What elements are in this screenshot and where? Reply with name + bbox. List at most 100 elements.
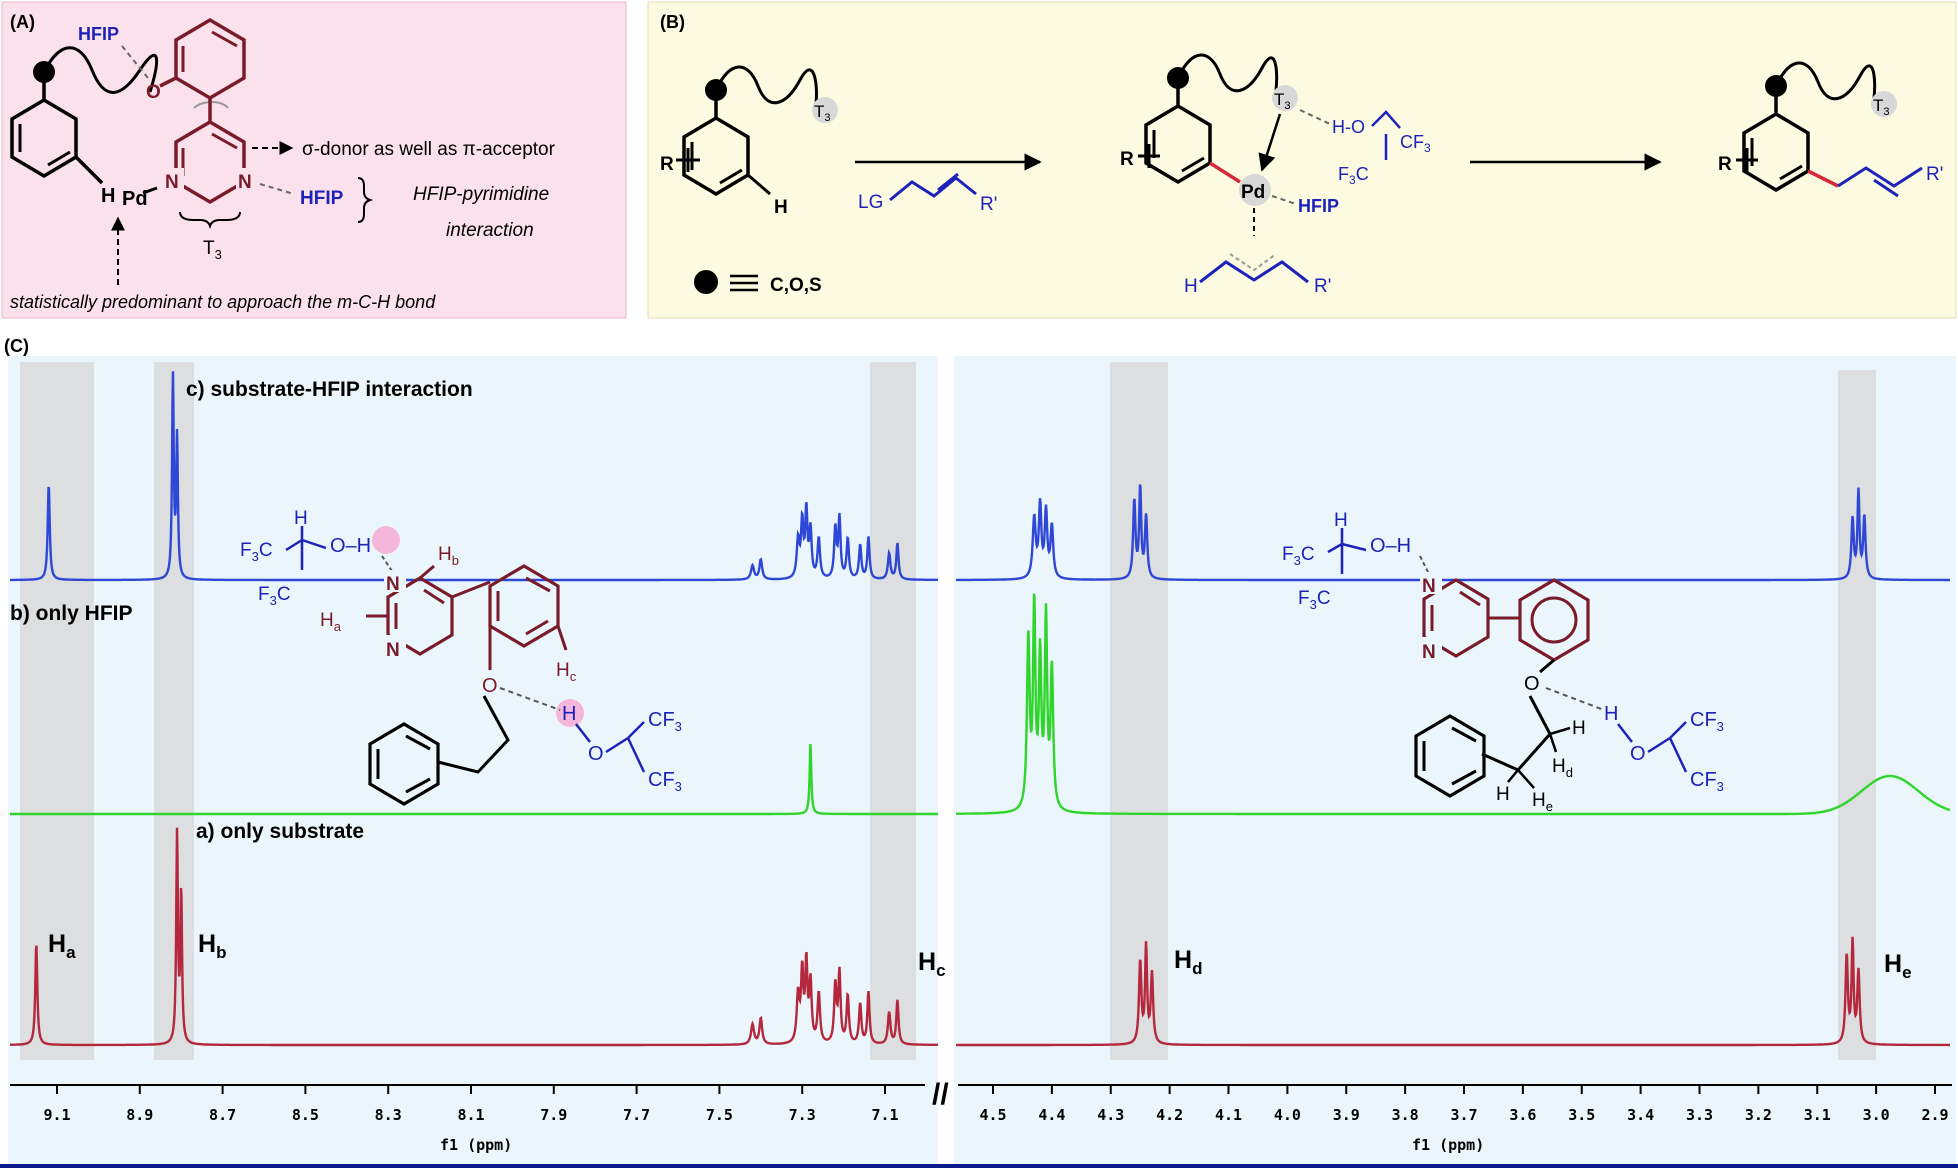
svg-text:O: O: [482, 675, 498, 697]
svg-text:R: R: [660, 154, 674, 175]
panel-b-label: (B): [660, 12, 685, 32]
svg-text:H: H: [294, 508, 308, 529]
axis-tick-label: 8.7: [209, 1106, 236, 1124]
axis-tick-label: 4.1: [1215, 1106, 1242, 1124]
starting-material: T3 H R: [660, 65, 838, 218]
svg-text:N: N: [386, 640, 400, 661]
interaction-line2: interaction: [446, 220, 534, 241]
svg-text:R': R': [1314, 276, 1331, 297]
pyrimidine-ring: [174, 119, 246, 205]
axis-tick-label: 3.2: [1745, 1106, 1772, 1124]
axis-tick-label: 8.3: [375, 1106, 402, 1124]
interaction-brace: [357, 177, 374, 223]
highlight-h-top: [372, 526, 400, 554]
reagent-lg: LG: [858, 192, 883, 213]
panel-a-label: (A): [10, 12, 35, 32]
svg-text:N: N: [1422, 642, 1436, 663]
trace-a-label: a) only substrate: [196, 820, 364, 843]
svg-text:F3C: F3C: [1338, 164, 1369, 187]
axis-tick-label: 3.4: [1627, 1106, 1654, 1124]
svg-text:O: O: [1630, 743, 1646, 765]
panel-b-background: [647, 1, 1957, 319]
spectrum-a-right: [956, 936, 1950, 1047]
axis-tick-label: 2.9: [1921, 1106, 1948, 1124]
legend-dot: [694, 270, 718, 294]
molecule-left: F3C H F3C O–H N N Hb Ha: [240, 508, 682, 806]
product: T3 R R': [1718, 61, 1943, 198]
pd-intermediate: T3 R Pd H-O CF3 F3C HFIP H R': [1120, 53, 1431, 297]
axis-tick-label: 4.4: [1038, 1106, 1065, 1124]
axis-tick-label: 7.3: [789, 1106, 816, 1124]
svg-text:Hd: Hd: [1552, 756, 1573, 780]
svg-text:N: N: [1422, 576, 1436, 597]
svg-text:F3C: F3C: [1282, 544, 1315, 568]
axis-tick-label: 8.5: [292, 1106, 319, 1124]
svg-text:R: R: [1120, 149, 1134, 170]
shade-band-he: [1838, 370, 1876, 1060]
peak-label-ha: Ha: [48, 930, 76, 962]
svg-text:Hb: Hb: [438, 544, 459, 568]
panel-b: (B) T3 H R LG R' C,O,S: [647, 1, 1957, 319]
allyl-reagent: [889, 176, 977, 202]
svg-text:CF3: CF3: [648, 769, 682, 794]
trace-c-label: c) substrate-HFIP interaction: [186, 378, 473, 401]
benzene-ring-a: [10, 97, 78, 179]
interaction-line1: HFIP-pyrimidine: [413, 184, 549, 205]
t3-brace: [179, 211, 241, 230]
svg-text:T3: T3: [1274, 90, 1291, 112]
peak-label-hb: Hb: [198, 930, 226, 962]
hfip-right: HFIP: [300, 188, 344, 209]
svg-text:Hc: Hc: [556, 660, 577, 684]
peak-label-hd: Hd: [1174, 946, 1202, 978]
panel-a: (A) H Pd HFIP O N N T3: [1, 1, 627, 319]
panel-c: (C) c) substrate-HFIP interaction b) onl…: [0, 336, 1958, 1168]
axis-tick-label: 8.1: [457, 1106, 484, 1124]
axis-tick-label: 4.3: [1097, 1106, 1124, 1124]
svg-text:O: O: [588, 743, 604, 765]
axis-tick-label: 3.8: [1392, 1106, 1419, 1124]
svg-text:H: H: [1604, 703, 1618, 725]
spectrum-b-right: [956, 593, 1951, 816]
donor-note: σ-donor as well as π-acceptor: [302, 139, 556, 160]
axis-tick-label: 8.9: [126, 1106, 153, 1124]
svg-text:Ha: Ha: [320, 610, 342, 634]
svg-text:CF3: CF3: [1690, 709, 1724, 734]
tether-chain: [42, 46, 159, 94]
axis-tick-label: 4.0: [1274, 1106, 1301, 1124]
axis-tick-label: 7.1: [871, 1106, 898, 1124]
svg-text:CF3: CF3: [648, 709, 682, 734]
axis-tick-label: 7.9: [540, 1106, 567, 1124]
axis-tick-label: 3.5: [1568, 1106, 1595, 1124]
spectrum-a-left: [10, 827, 938, 1047]
bottom-rule: [0, 1164, 1958, 1168]
t3-label: T3: [203, 238, 222, 262]
shade-band-hc: [870, 362, 916, 1060]
svg-text:Pd: Pd: [1241, 182, 1265, 203]
svg-text:H: H: [1572, 718, 1586, 739]
svg-text:He: He: [1532, 790, 1553, 814]
axis-unit-left: f1 (ppm): [440, 1136, 512, 1154]
shade-band-hd: [1110, 362, 1168, 1060]
peak-label-hc: Hc: [918, 948, 946, 980]
axis-tick-label: 3.7: [1450, 1106, 1477, 1124]
svg-text:H: H: [1496, 784, 1510, 805]
reagent-r-prime: R': [980, 194, 997, 215]
svg-text:O–H: O–H: [1370, 535, 1411, 557]
svg-text:O: O: [1524, 673, 1540, 695]
svg-text:T3: T3: [1873, 96, 1890, 118]
axis-tick-label: 4.5: [979, 1106, 1006, 1124]
pyrimidine-n2: N: [238, 172, 252, 193]
svg-text:R: R: [1718, 154, 1732, 175]
svg-text:H: H: [562, 703, 576, 725]
trace-b-label: b) only HFIP: [10, 602, 133, 625]
svg-text:F3C: F3C: [1298, 588, 1331, 612]
svg-text:N: N: [386, 574, 400, 595]
axis-tick-label: 9.1: [43, 1106, 70, 1124]
svg-text:H: H: [1184, 276, 1198, 297]
axis-tick-label: 4.2: [1156, 1106, 1183, 1124]
bottom-note: statistically predominant to approach th…: [10, 292, 436, 312]
axis-tick-label: 7.5: [706, 1106, 733, 1124]
